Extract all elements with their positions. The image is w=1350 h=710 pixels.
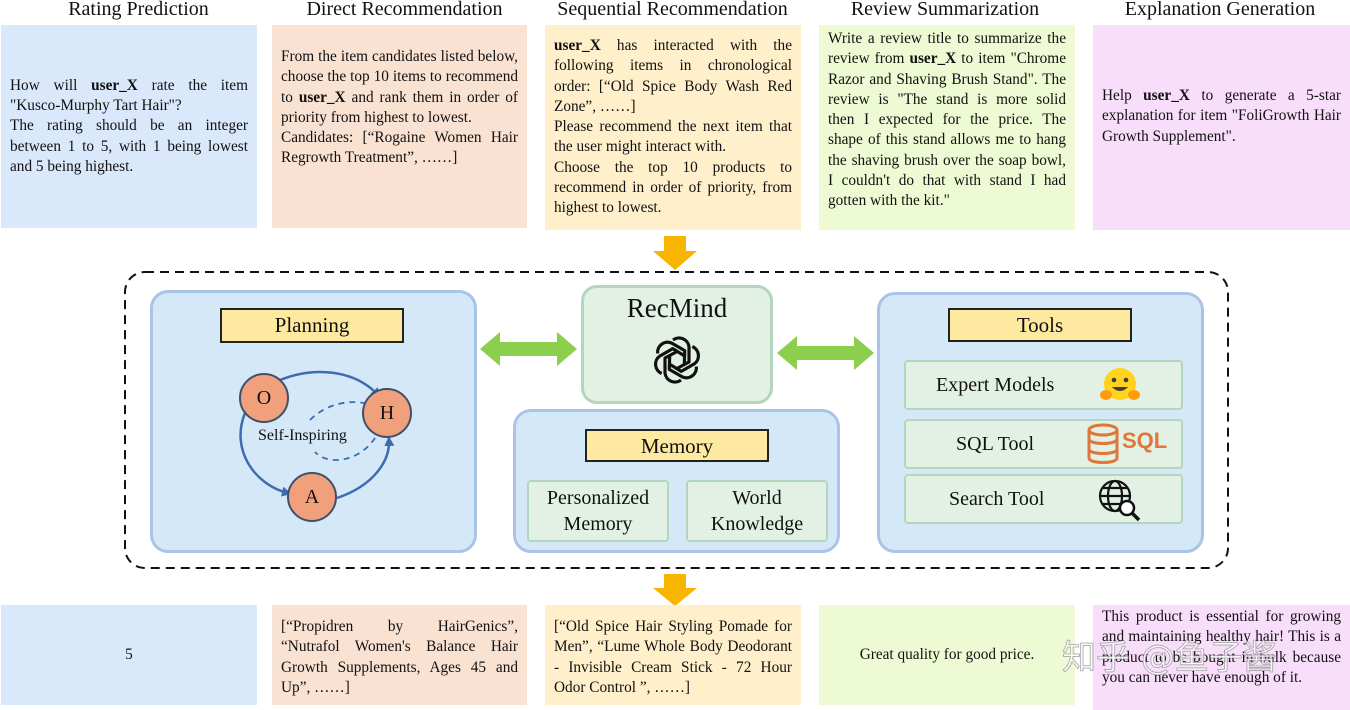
direct-output-box: [“Propidren by HairGenics”, “Nutrafol Wo… — [272, 605, 527, 705]
search-tool-label: Search Tool — [949, 488, 1045, 510]
watermark: 知乎 @鱼子酱 — [1062, 638, 1278, 679]
explanation-prompt-text: Help — [1102, 87, 1144, 105]
rating-prompt-text: How will — [10, 76, 92, 94]
explanation-prompt-user: user_X — [1143, 87, 1190, 105]
expert-models-label: Expert Models — [936, 374, 1055, 396]
arrow-o-to-a — [239, 412, 292, 497]
self-inspiring-label: Self-Inspiring — [258, 427, 347, 444]
sequential-prompt-text-3: Choose the top 10 products to recommend … — [554, 158, 792, 217]
arrow-a-to-h — [336, 436, 395, 500]
explanation-output-box: This product is essential for growing an… — [1093, 605, 1350, 710]
world-knowledge-line1: World — [732, 487, 782, 509]
personalized-memory-line2: Memory — [563, 513, 633, 535]
review-output-box: Great quality for good price. — [819, 605, 1075, 705]
explanation-prompt-box: Help user_X to generate a 5-star explana… — [1093, 25, 1350, 230]
planning-label: Planning — [220, 308, 404, 343]
self-inspiring-loop-bottom — [314, 427, 381, 461]
direct-prompt-text-2: and rank them in order of priority from … — [281, 88, 518, 126]
database-icon — [1087, 423, 1119, 464]
node-h: H — [362, 388, 412, 438]
direct-prompt-box: From the item candidates listed below, c… — [272, 25, 527, 228]
dashed-frame — [124, 271, 1229, 569]
sequential-prompt-user: user_X — [554, 37, 601, 54]
sequential-prompt-box: user_X has interacted with the following… — [545, 25, 801, 230]
direct-prompt-text: From the item candidates listed below, c… — [281, 48, 518, 106]
tools-label: Tools — [948, 308, 1132, 342]
sequential-prompt-text: has interacted with the following items … — [554, 37, 792, 115]
review-output: Great quality for good price. — [859, 645, 1035, 663]
recmind-title: RecMind — [626, 293, 728, 323]
review-prompt-box: Write a review title to summarize the re… — [819, 25, 1075, 230]
node-a: A — [287, 472, 337, 522]
task-title-review: Review Summarization — [850, 0, 1040, 20]
review-prompt-text: Write a review title to summarize the re… — [828, 30, 1066, 68]
down-arrow-bottom — [653, 574, 697, 606]
sequential-output-box: [“Old Spice Hair Styling Pomade for Men”… — [545, 605, 801, 705]
rating-prompt-box: How will user_X rate the item "Kusco-Mur… — [1, 25, 257, 228]
node-o: O — [239, 373, 289, 423]
review-prompt-user: user_X — [909, 50, 957, 68]
task-title-direct: Direct Recommendation — [306, 0, 503, 20]
sql-tool-label: SQL Tool — [956, 433, 1035, 455]
rating-output-box: 5 — [1, 605, 257, 705]
explanation-prompt-text-2: to generate a 5-star explanation for ite… — [1102, 87, 1341, 145]
world-knowledge-line2: Knowledge — [710, 513, 804, 535]
memory-label: Memory — [585, 429, 769, 462]
expert-models-box: Expert Models — [904, 360, 1183, 410]
personalized-memory-line1: Personalized — [546, 487, 650, 509]
sql-icon-text: SQL — [1122, 428, 1168, 453]
rating-prompt-text-3: The rating should be an integer between … — [10, 117, 248, 175]
sequential-output: [“Old Spice Hair Styling Pomade for Men”… — [554, 618, 792, 696]
direct-output: [“Propidren by HairGenics”, “Nutrafol Wo… — [281, 618, 518, 696]
arrow-o-to-h — [279, 370, 381, 398]
search-tool-box: Search Tool — [904, 474, 1183, 524]
task-title-sequential: Sequential Recommendation — [557, 0, 788, 20]
sql-tool-box: SQL Tool — [904, 419, 1183, 469]
globe-search-icon — [1098, 479, 1141, 522]
sequential-prompt-text-2: Please recommend the next item that the … — [554, 118, 792, 156]
rating-prompt-user: user_X — [91, 76, 138, 94]
review-prompt-text-2: to item "Chrome Razor and Shaving Brush … — [828, 50, 1066, 210]
explanation-output: This product is essential for growing an… — [1102, 608, 1341, 686]
double-arrow-left — [480, 332, 577, 366]
task-title-explanation: Explanation Generation — [1124, 0, 1316, 20]
double-arrow-right — [777, 336, 874, 370]
hugging-face-icon — [1100, 368, 1140, 400]
rating-prompt-text-2: rate the item "Kusco-Murphy Tart Hair"? — [10, 76, 248, 115]
openai-logo-icon — [653, 336, 701, 384]
rating-output: 5 — [125, 645, 133, 663]
task-title-rating: Rating Prediction — [68, 0, 209, 20]
down-arrow-top — [653, 236, 697, 270]
direct-prompt-candidates: Candidates: [“Rogaine Women Hair Regrowt… — [281, 129, 518, 167]
direct-prompt-user: user_X — [298, 88, 346, 106]
